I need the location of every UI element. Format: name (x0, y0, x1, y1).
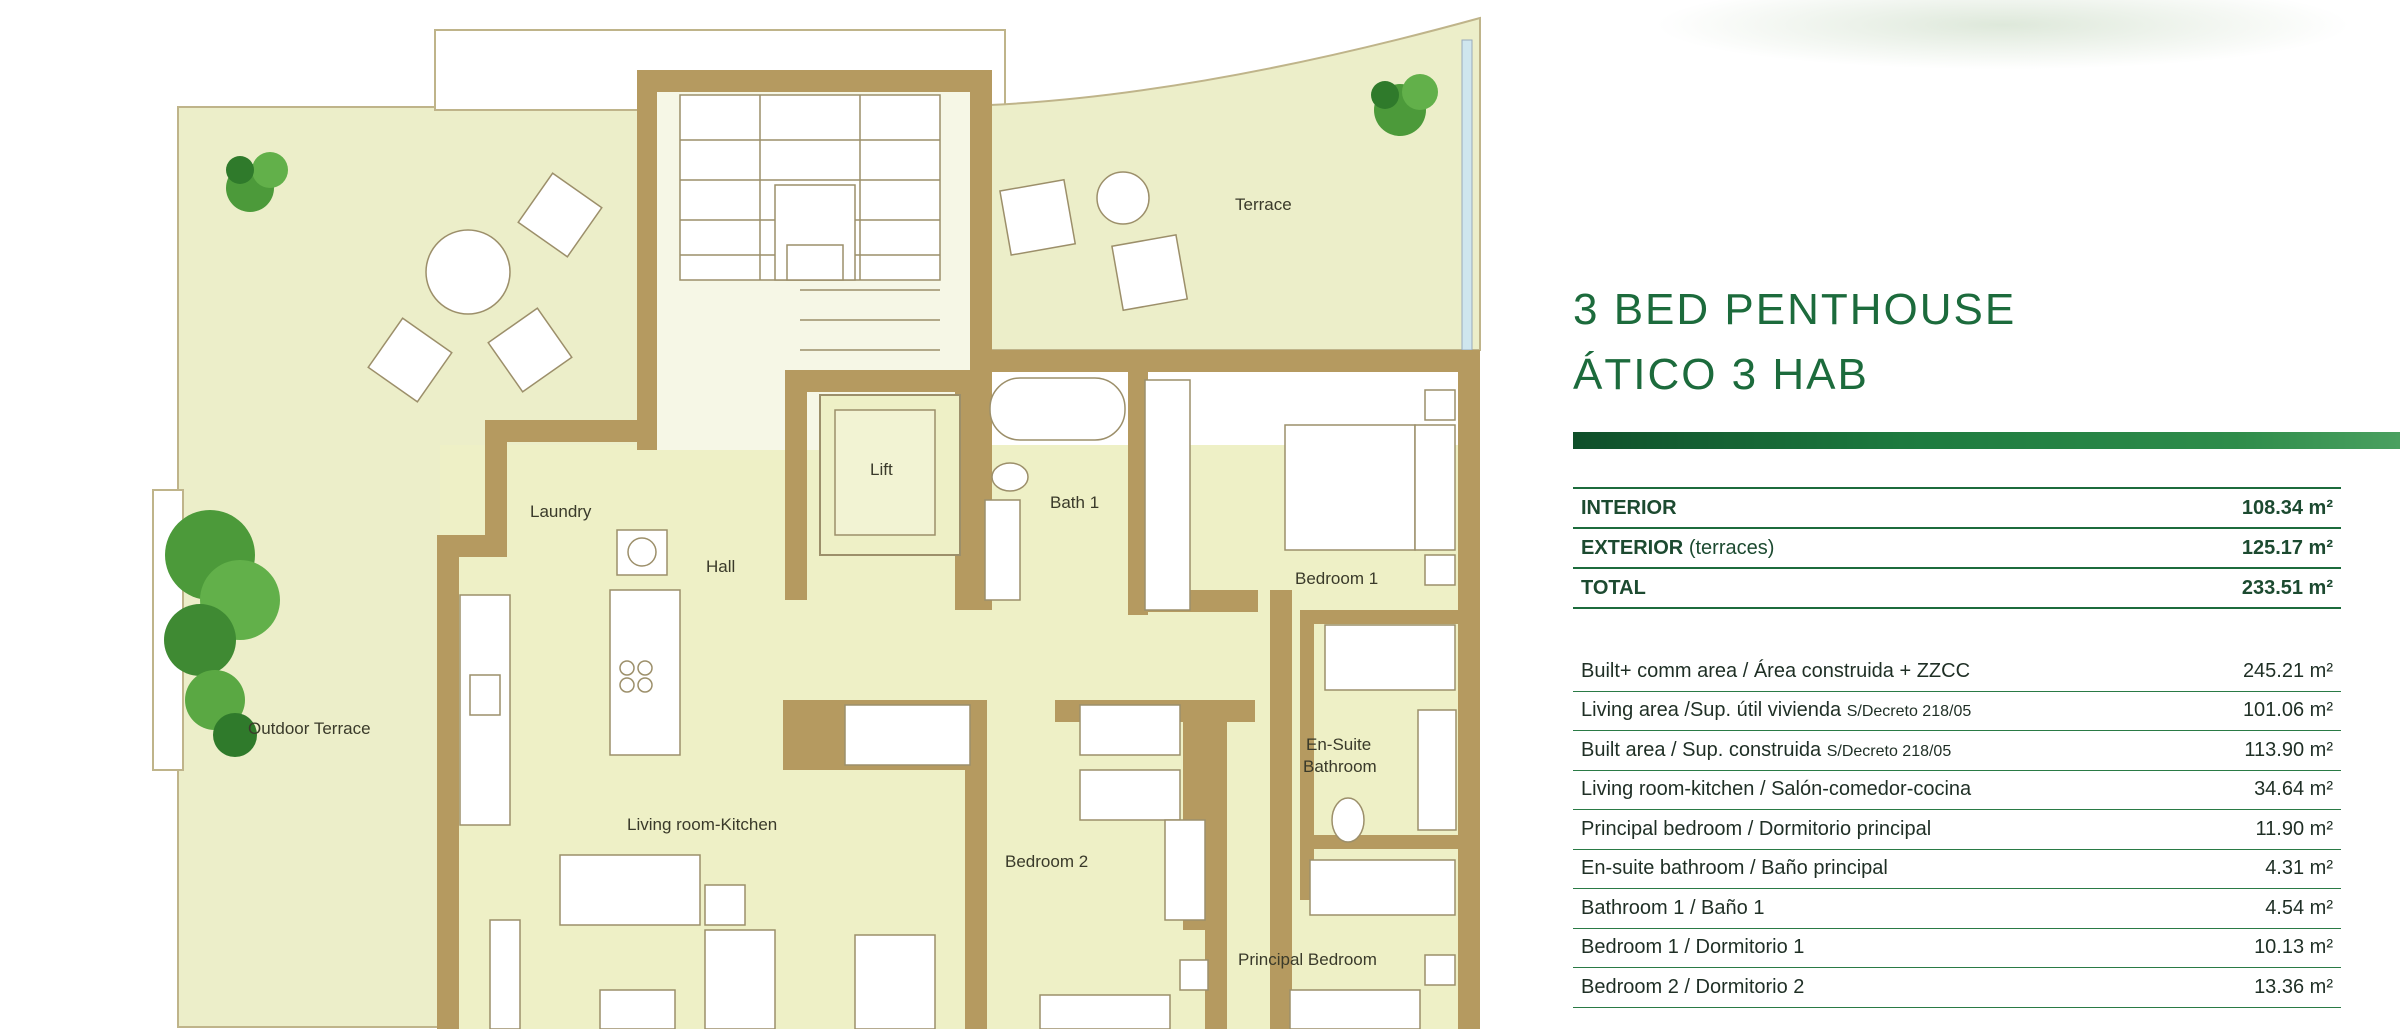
title-english: 3 BED PENTHOUSE (1573, 285, 2017, 334)
detail-value: 4.54 m² (2265, 896, 2333, 919)
detail-label-wrap: En-suite bathroom / Baño principal (1581, 857, 1888, 880)
detail-label: Bedroom 2 / Dormitorio 2 (1581, 975, 1805, 998)
detail-row: Bathroom 1 / Baño 1 4.54 m² (1573, 889, 2341, 929)
detail-value: 101.06 m² (2242, 699, 2333, 722)
label-laundry: Laundry (530, 502, 592, 521)
summary-row-total: TOTAL 233.51 m² (1573, 567, 2341, 609)
label-bedroom-1: Bedroom 1 (1295, 569, 1378, 588)
detail-row: Principal bedroom / Dormitorio principal… (1573, 810, 2341, 850)
detail-label-wrap: Bedroom 2 / Dormitorio 2 (1581, 976, 1804, 999)
summary-label-wrap: EXTERIOR (terraces) (1581, 537, 1774, 560)
detail-label: Built+ comm area / Área construida + ZZC… (1581, 659, 1971, 682)
detail-row: Built area / Sup. construida S/Decreto 2… (1573, 731, 2341, 771)
detail-value: 245.21 m² (2242, 659, 2333, 682)
label-ensuite-1: En-Suite (1306, 735, 1371, 754)
detail-label-wrap: Living room-kitchen / Salón-comedor-coci… (1581, 778, 1971, 801)
detail-label: Built area / Sup. construida (1581, 738, 1827, 761)
bedroom-1-bed (1284, 389, 1456, 586)
summary-row-exterior: EXTERIOR (terraces) 125.17 m² (1573, 527, 2341, 567)
detail-label: En-suite bathroom / Baño principal (1581, 857, 1888, 880)
summary-label-suffix: (terraces) (1688, 536, 1775, 559)
detail-label-wrap: Principal bedroom / Dormitorio principal (1581, 818, 1931, 841)
detail-row: En-suite bathroom / Baño principal 4.31 … (1573, 850, 2341, 889)
summary-value: 108.34 m² (2241, 496, 2333, 519)
walls (437, 70, 1480, 1029)
detail-row: Built+ comm area / Área construida + ZZC… (1573, 652, 2341, 692)
detail-row: Bedroom 2 / Dormitorio 2 13.36 m² (1573, 968, 2341, 1008)
detail-row: Living room-kitchen / Salón-comedor-coci… (1573, 771, 2341, 810)
detail-label: Bathroom 1 / Baño 1 (1581, 896, 1765, 919)
detail-value: 10.13 m² (2254, 936, 2333, 959)
detail-row: Bedroom 1 / Dormitorio 1 10.13 m² (1573, 929, 2341, 968)
summary-label: TOTAL (1581, 576, 1646, 599)
detail-label: Living area /Sup. útil vivienda (1581, 699, 1847, 722)
summary-label: EXTERIOR (1581, 536, 1684, 559)
label-principal-bedroom: Principal Bedroom (1238, 950, 1377, 969)
detail-value: 113.90 m² (2244, 738, 2333, 761)
room-labels: Terrace Laundry Lift Bath 1 Hall Bedroom… (248, 195, 1378, 969)
detail-value: 11.90 m² (2255, 817, 2333, 840)
bath-fixtures (984, 377, 1457, 843)
foliage-decoration (1653, 0, 2353, 70)
detail-label-wrap: Living area /Sup. útil vivienda S/Decret… (1581, 699, 1971, 722)
label-living-kitchen: Living room-Kitchen (627, 815, 777, 834)
summary-row-interior: INTERIOR 108.34 m² (1573, 487, 2341, 527)
detail-label-wrap: Bathroom 1 / Baño 1 (1581, 897, 1764, 920)
detail-value: 4.31 m² (2265, 857, 2333, 880)
summary-table: INTERIOR 108.34 m² EXTERIOR (terraces) 1… (1573, 487, 2341, 609)
summary-value: 125.17 m² (2241, 536, 2333, 559)
detail-row: Living area /Sup. útil vivienda S/Decret… (1573, 692, 2341, 731)
label-bath-1: Bath 1 (1050, 493, 1099, 512)
detail-value: 13.36 m² (2254, 975, 2333, 998)
floor-plan: Terrace Laundry Lift Bath 1 Hall Bedroom… (152, 16, 1481, 1029)
detail-label-wrap: Bedroom 1 / Dormitorio 1 (1581, 936, 1804, 959)
info-panel: 3 BED PENTHOUSE ÁTICO 3 HAB INTERIOR 108… (1573, 0, 2400, 1029)
area-details-table: Built+ comm area / Área construida + ZZC… (1573, 652, 2341, 1008)
detail-label: Living room-kitchen / Salón-comedor-coci… (1581, 778, 1972, 801)
plant-icon (164, 74, 1438, 757)
label-ensuite-2: Bathroom (1303, 757, 1377, 776)
detail-label: Principal bedroom / Dormitorio principal (1581, 817, 1932, 840)
detail-label-wrap: Built area / Sup. construida S/Decreto 2… (1581, 739, 1951, 762)
title-spanish: ÁTICO 3 HAB (1573, 350, 1869, 399)
detail-label: Bedroom 1 / Dormitorio 1 (1581, 936, 1805, 959)
detail-value: 34.64 m² (2254, 778, 2333, 801)
label-terrace: Terrace (1235, 195, 1292, 214)
green-divider-bar (1573, 432, 2400, 449)
label-outdoor-terrace: Outdoor Terrace (248, 719, 371, 738)
detail-label-small: S/Decreto 218/05 (1826, 742, 1952, 760)
summary-value: 233.51 m² (2241, 576, 2333, 599)
detail-label-small: S/Decreto 218/05 (1846, 703, 1972, 721)
outdoor-furniture (367, 171, 1189, 403)
label-bedroom-2: Bedroom 2 (1005, 852, 1088, 871)
fixtures (459, 379, 1456, 1029)
label-lift: Lift (870, 460, 893, 479)
summary-label: INTERIOR (1581, 496, 1677, 519)
detail-label-wrap: Built+ comm area / Área construida + ZZC… (1581, 660, 1970, 683)
lift (819, 394, 961, 556)
label-hall: Hall (706, 557, 735, 576)
stair-core (679, 94, 941, 351)
